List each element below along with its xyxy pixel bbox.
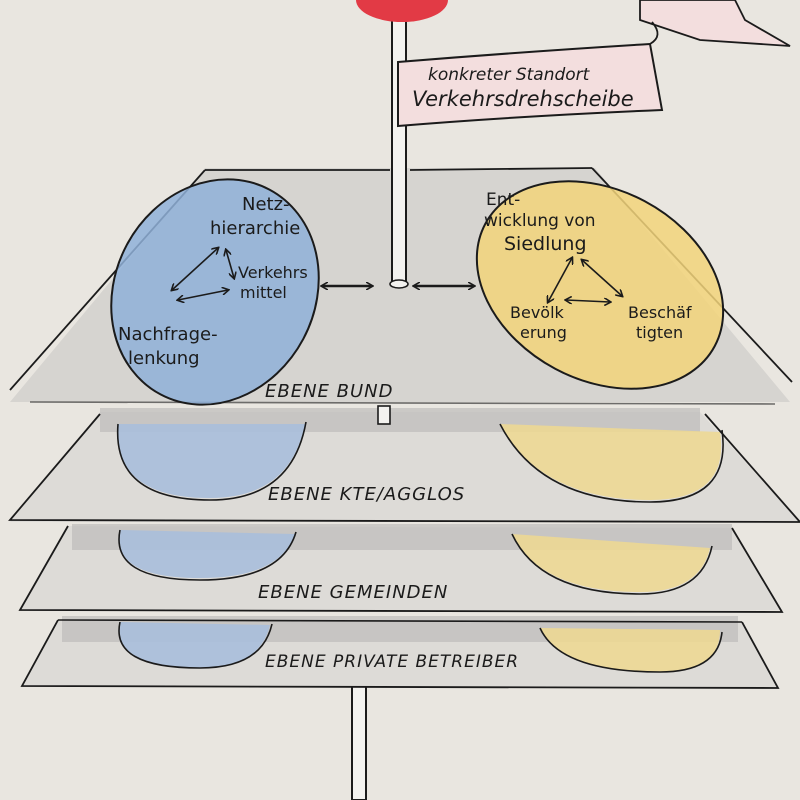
flag-banner	[397, 0, 791, 128]
pole-middle	[377, 405, 391, 425]
blue-netz-label-1: Netz-	[242, 194, 290, 215]
blue-relation-arrows	[172, 248, 234, 300]
blue-nachfrage-label-1: Nachfrage-	[118, 324, 218, 345]
yellow-ent-label-2: wicklung von	[484, 211, 596, 231]
plane-kantone	[8, 408, 800, 523]
yellow-besch-label-2: tigten	[636, 323, 683, 342]
yellow-ent-label-1: Ent-	[486, 190, 520, 210]
pin-ball	[356, 0, 448, 22]
yellow-relation-arrows	[548, 258, 622, 302]
blue-verkehr-label-1: Verkehrs	[238, 263, 308, 282]
level-label-kantone: EBENE KTE/AGGLOS	[268, 484, 465, 505]
yellow-bev-label-1: Bevölk	[510, 303, 565, 322]
pole-bottom	[351, 679, 367, 800]
yellow-bev-label-2: erung	[520, 323, 567, 342]
flag-line-2: Verkehrsdrehscheibe	[412, 87, 634, 111]
plane-private	[20, 616, 780, 689]
level-label-gemeinden: EBENE GEMEINDEN	[258, 582, 448, 603]
yellow-ent-label-3: Siedlung	[504, 233, 587, 255]
plane-gemeinden	[18, 524, 784, 613]
pole-top	[391, 9, 407, 283]
pole-base	[389, 279, 409, 289]
flag-line-1: konkreter Standort	[428, 65, 591, 85]
blue-netz-label-2: hierarchie	[210, 218, 300, 239]
blue-nachfrage-label-2: lenkung	[128, 348, 200, 369]
level-label-private: EBENE PRIVATE BETREIBER	[265, 652, 519, 672]
yellow-besch-label-1: Beschäf	[628, 303, 692, 322]
level-label-bund: EBENE BUND	[265, 381, 394, 402]
blue-verkehr-label-2: mittel	[240, 283, 287, 302]
